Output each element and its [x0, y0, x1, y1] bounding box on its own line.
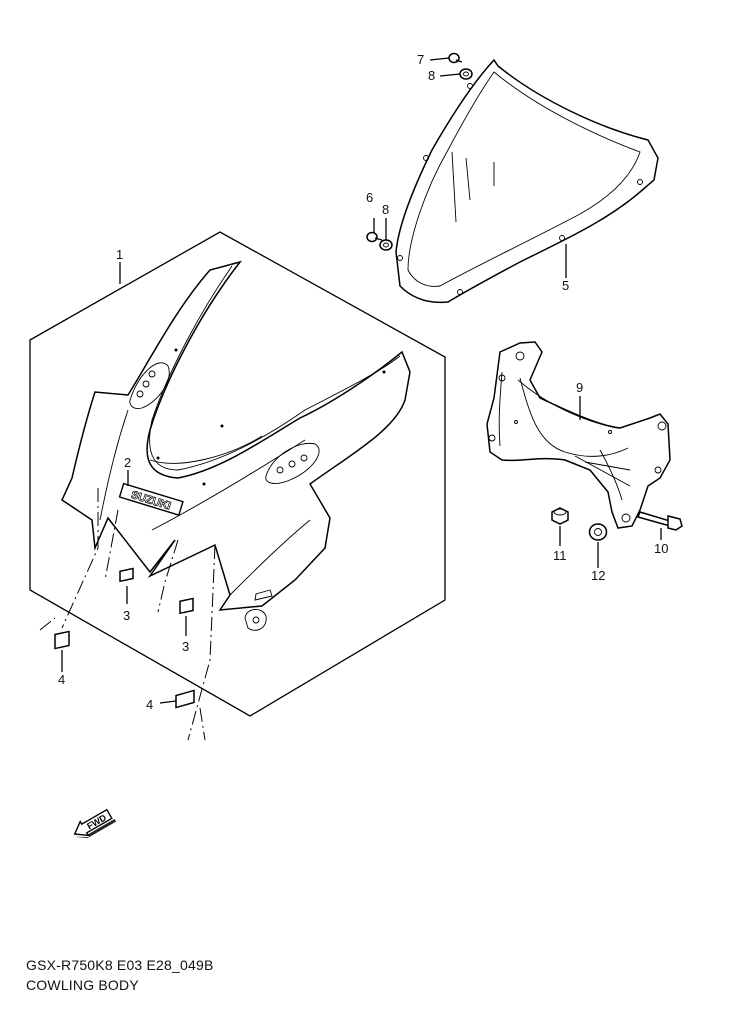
callout-4-left: 4 — [58, 672, 65, 687]
bolt-10 — [636, 511, 683, 531]
callout-7: 7 — [417, 52, 424, 67]
callout-4-bottom: 4 — [146, 697, 153, 712]
cushion-3-left — [119, 567, 134, 583]
washer-12 — [588, 523, 608, 541]
diagram-code: GSX-R750K8 E03 E28_049B — [26, 957, 214, 973]
callout-12: 12 — [591, 568, 605, 583]
assembly-line — [157, 539, 179, 613]
screw-7 — [448, 52, 463, 64]
cowling-brace — [486, 341, 671, 529]
assembly-line — [61, 488, 99, 629]
assembly-line — [187, 544, 216, 741]
callout-3-left: 3 — [123, 608, 130, 623]
callout-1: 1 — [116, 247, 123, 262]
cowling-body — [61, 260, 411, 631]
assembly-line — [39, 617, 56, 631]
cushion-3-right — [179, 597, 194, 615]
callout-8-side: 8 — [382, 202, 389, 217]
nut-11 — [551, 507, 569, 525]
cushion-4-bottom — [175, 689, 195, 709]
callout-10: 10 — [654, 541, 668, 556]
callout-8-top: 8 — [428, 68, 435, 83]
callout-9: 9 — [576, 380, 583, 395]
callout-5: 5 — [562, 278, 569, 293]
well-nut-8-top — [459, 68, 473, 80]
callout-3-right: 3 — [182, 639, 189, 654]
callout-2: 2 — [124, 455, 131, 470]
screw-6 — [366, 231, 383, 243]
windscreen — [395, 58, 659, 304]
diagram-title: COWLING BODY — [26, 977, 139, 993]
callout-11: 11 — [553, 548, 567, 563]
well-nut-8-side — [379, 239, 393, 251]
assembly-box — [29, 231, 446, 717]
assembly-line — [104, 509, 119, 581]
assembly-line — [199, 707, 206, 741]
forward-arrow-icon: FWD — [73, 808, 117, 839]
callout-6: 6 — [366, 190, 373, 205]
cushion-4-left — [54, 630, 70, 650]
